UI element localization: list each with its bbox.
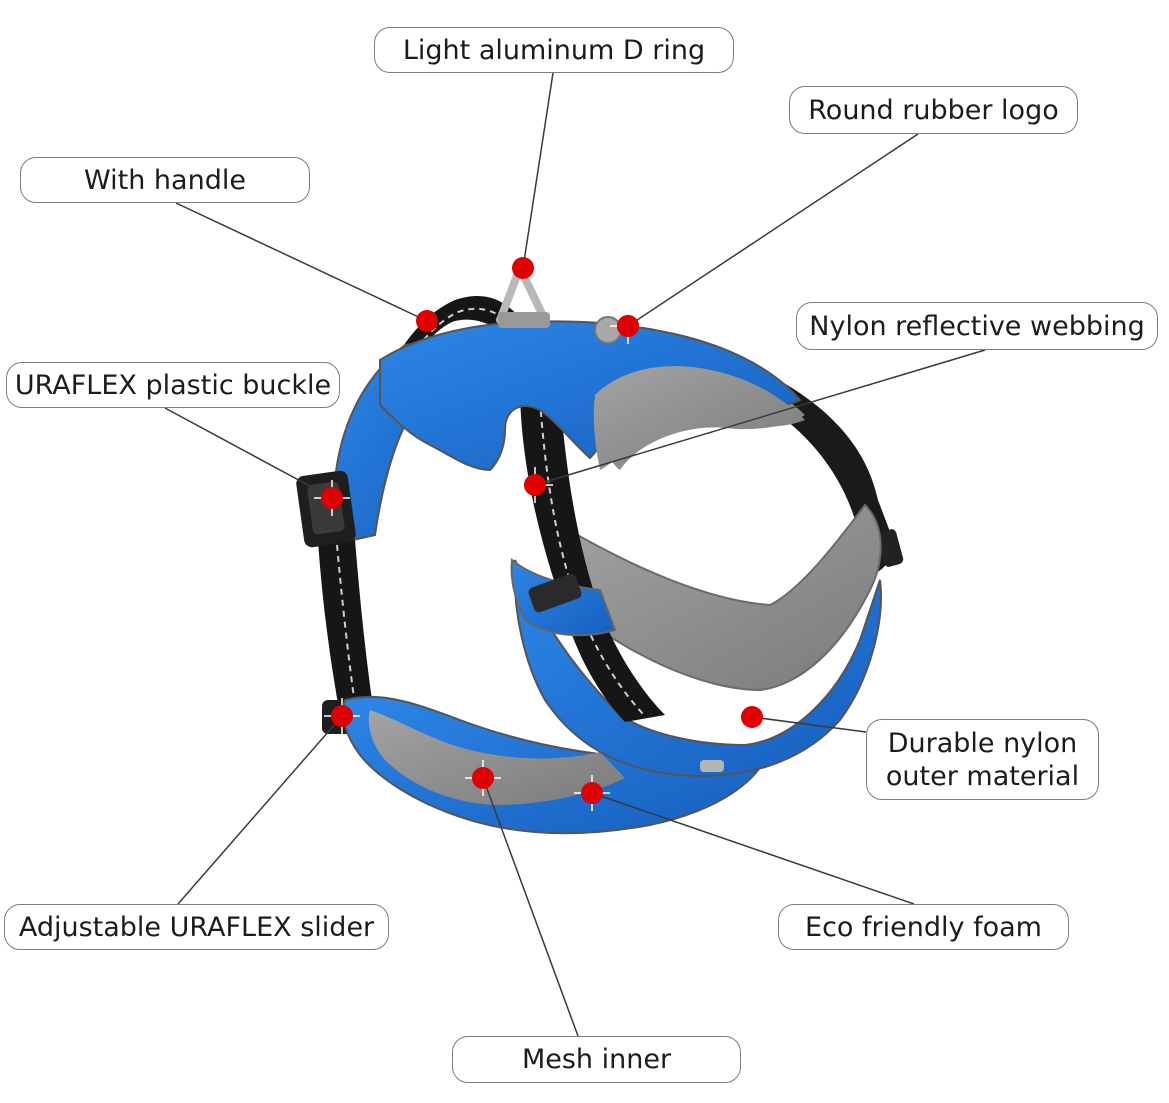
rubber-logo <box>594 316 622 344</box>
callout-webbing-text: Nylon reflective webbing <box>809 310 1145 342</box>
callout-foam-text: Eco friendly foam <box>805 911 1042 943</box>
marker-handle <box>416 310 438 332</box>
callout-d-ring-text: Light aluminum D ring <box>402 34 706 66</box>
callout-handle-text: With handle <box>84 164 246 196</box>
callout-d-ring: Light aluminum D ring <box>374 27 734 73</box>
callout-outer-line1: Durable nylon <box>887 727 1078 759</box>
marker-foam <box>574 775 610 811</box>
marker-outer <box>734 699 770 735</box>
callout-outer-line2: outer material <box>885 760 1080 792</box>
callout-buckle-text: URAFLEX plastic buckle <box>14 369 332 401</box>
callout-slider: Adjustable URAFLEX slider <box>4 904 389 950</box>
leader-outer <box>751 716 867 733</box>
callout-handle: With handle <box>20 157 310 203</box>
callout-outer-material: Durable nylon outer material <box>866 719 1099 800</box>
leader-slider <box>177 715 343 905</box>
marker-logo <box>610 308 646 344</box>
harness-illustration <box>296 264 904 835</box>
leader-d-ring <box>522 72 554 269</box>
marker-webbing <box>517 467 553 503</box>
leader-mesh <box>482 777 579 1037</box>
leader-handle <box>175 202 428 322</box>
callout-webbing: Nylon reflective webbing <box>796 302 1158 350</box>
leader-buckle <box>164 407 333 499</box>
leader-foam <box>591 792 915 905</box>
callout-logo: Round rubber logo <box>789 86 1078 134</box>
marker-slider <box>324 698 360 734</box>
callout-logo-text: Round rubber logo <box>808 94 1059 126</box>
leader-webbing <box>534 349 986 486</box>
callout-foam: Eco friendly foam <box>778 904 1069 950</box>
markers <box>314 257 770 811</box>
callout-buckle: URAFLEX plastic buckle <box>6 362 340 408</box>
uraflex-buckle <box>296 470 356 548</box>
leader-lines <box>164 72 986 1037</box>
callout-slider-text: Adjustable URAFLEX slider <box>18 911 375 943</box>
d-ring <box>496 264 550 328</box>
callout-mesh-text: Mesh inner <box>521 1044 672 1075</box>
callout-mesh: Mesh inner <box>452 1036 741 1083</box>
marker-mesh <box>465 760 501 796</box>
center-webbing <box>520 395 665 722</box>
marker-buckle <box>314 480 350 516</box>
marker-d-ring <box>512 257 534 279</box>
top-pad-lining <box>593 366 805 470</box>
leader-logo <box>627 133 919 327</box>
belly-pad-grey <box>368 710 625 805</box>
